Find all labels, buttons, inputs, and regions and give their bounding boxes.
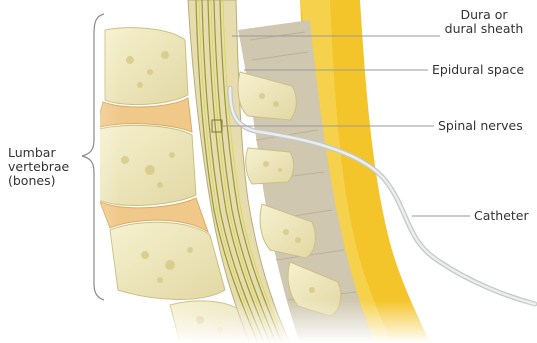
label-dura: Dura or dural sheath [430, 8, 537, 36]
label-catheter: Catheter [474, 209, 529, 223]
label-lumbar-vertebrae: Lumbar vertebrae (bones) [8, 146, 69, 188]
label-lumbar-line1: Lumbar [8, 146, 69, 160]
label-lumbar-line3: (bones) [8, 174, 69, 188]
label-dura-line2: dural sheath [430, 22, 537, 36]
label-dura-line1: Dura or [430, 8, 537, 22]
label-lumbar-line2: vertebrae [8, 160, 69, 174]
label-spinal-nerves: Spinal nerves [438, 119, 523, 133]
label-epidural-space: Epidural space [432, 63, 524, 77]
